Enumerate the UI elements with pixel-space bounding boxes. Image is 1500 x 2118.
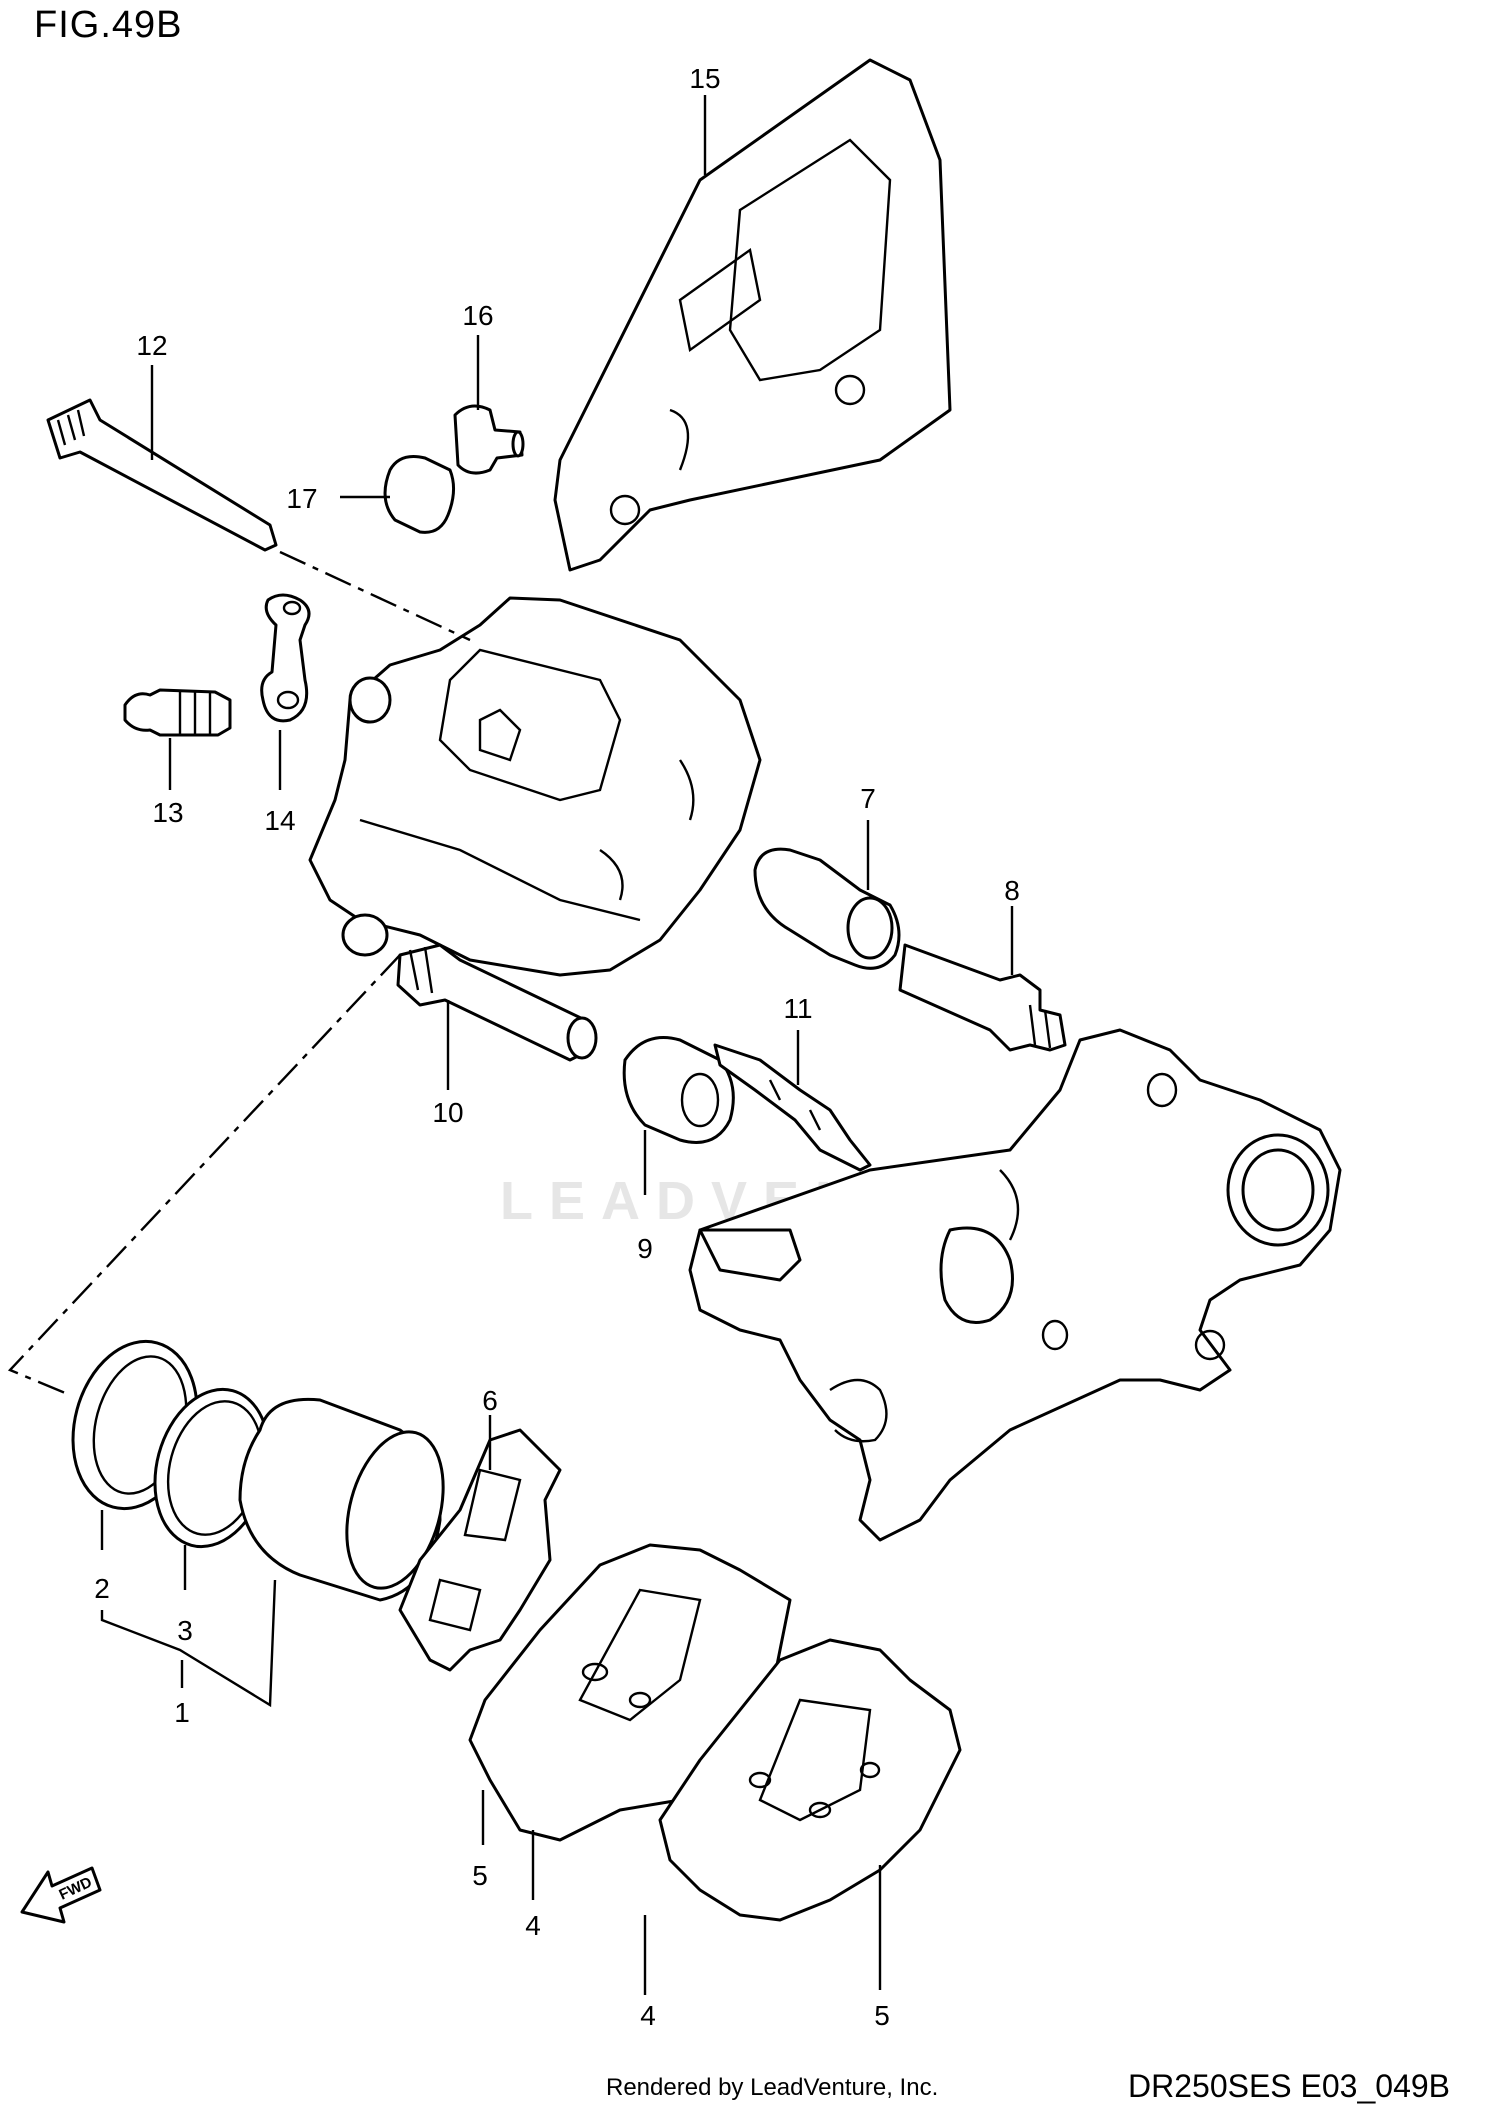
- callout-14: 14: [264, 805, 295, 836]
- callout-3: 3: [177, 1615, 193, 1646]
- callout-leaders: [100, 95, 1014, 1995]
- brake-pad-outer: [658, 1638, 962, 1922]
- part-7-sleeve: [753, 847, 901, 970]
- callout-16: 16: [462, 300, 493, 331]
- callout-7: 7: [860, 783, 876, 814]
- callout-5-left: 5: [472, 1860, 488, 1891]
- leader-dash-seal: [7, 954, 401, 1397]
- callout-9: 9: [637, 1233, 653, 1264]
- callout-2: 2: [94, 1573, 110, 1604]
- part-6-shim: [398, 1428, 562, 1672]
- leader-dash-pin: [279, 550, 471, 642]
- fwd-arrow-icon: FWD: [20, 1866, 102, 1924]
- footer-code: DR250SES E03_049B: [1128, 2068, 1450, 2104]
- callout-17: 17: [286, 483, 317, 514]
- callout-11: 11: [783, 993, 812, 1024]
- caliper-body: [308, 596, 762, 977]
- callout-13: 13: [152, 797, 183, 828]
- callout-1: 1: [174, 1697, 190, 1728]
- part-1-piston: [238, 1397, 445, 1602]
- part-14-washer: [260, 593, 311, 723]
- part-15-caliper-guard: [553, 58, 952, 572]
- callout-8: 8: [1004, 875, 1020, 906]
- callout-4-upper: 4: [525, 1910, 541, 1941]
- part-16-bolt: [453, 404, 525, 475]
- callout-4-lower: 4: [640, 2000, 656, 2031]
- part-10-slide-pin: [396, 943, 598, 1062]
- callout-6: 6: [482, 1385, 498, 1416]
- callout-15: 15: [689, 63, 720, 94]
- part-12-pin: [46, 398, 278, 552]
- caliper-bracket: [688, 1028, 1342, 1542]
- footer-credit: Rendered by LeadVenture, Inc.: [606, 2074, 939, 2101]
- part-8-bolt: [898, 943, 1067, 1052]
- part-11-clip-spring: [713, 1043, 872, 1172]
- part-13-bleeder: [123, 688, 232, 737]
- part-17-cap: [383, 455, 455, 534]
- callout-12: 12: [136, 330, 167, 361]
- part-9-boot: [622, 1036, 735, 1144]
- callout-5-right: 5: [874, 2000, 890, 2031]
- figure-title: FIG.49B: [34, 4, 183, 46]
- callout-10: 10: [432, 1097, 463, 1128]
